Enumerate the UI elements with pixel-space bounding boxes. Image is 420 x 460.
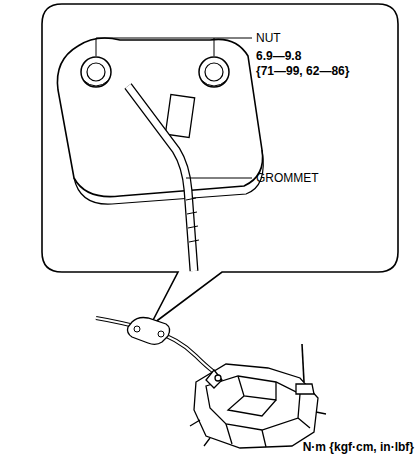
nut — [199, 57, 229, 87]
leader-line — [96, 38, 252, 56]
unit-note: N·m {kgf·cm, in·lbf} — [303, 440, 414, 454]
shift-cable — [128, 86, 194, 271]
callout-bubble — [42, 4, 398, 326]
cable-boot — [186, 198, 199, 242]
transmission — [190, 344, 326, 448]
torque-value: {71—99, 62—86} — [256, 64, 349, 78]
part-name: NUT — [256, 31, 281, 45]
shift-cable — [128, 86, 194, 271]
torque-value: 6.9—9.8 — [256, 49, 301, 63]
nut — [81, 57, 111, 87]
grommet-plate-edge — [74, 150, 263, 204]
grommet-plate — [128, 318, 170, 345]
shift-cable — [96, 318, 214, 372]
grommet-boss — [165, 95, 194, 138]
shift-cable — [96, 318, 214, 372]
part-name: GROMMET — [256, 171, 319, 185]
leader-line — [186, 178, 252, 179]
grommet-plate — [57, 38, 262, 197]
